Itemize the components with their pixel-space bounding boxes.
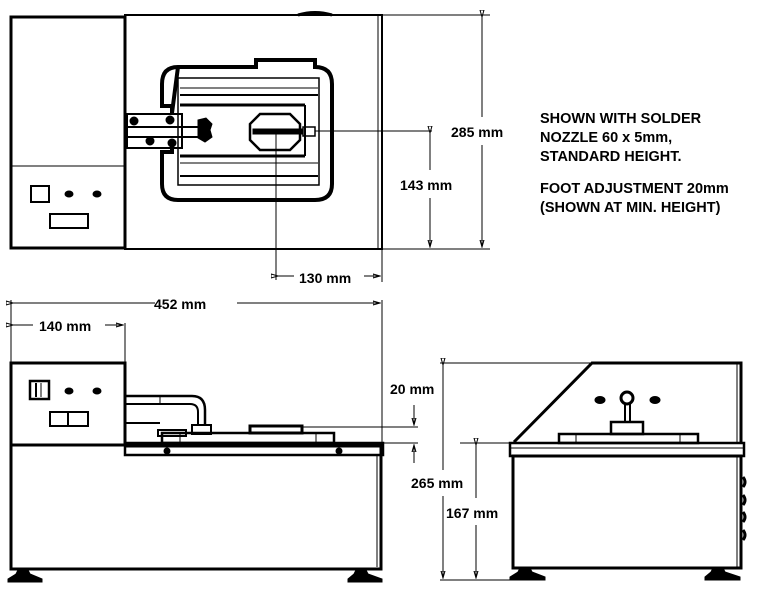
dim-285-label: 285 mm	[451, 124, 503, 140]
dim-167-label: 167 mm	[446, 505, 498, 521]
note-line: (SHOWN AT MIN. HEIGHT)	[540, 200, 721, 216]
dim-130-label: 130 mm	[299, 270, 351, 286]
note-line: FOOT ADJUSTMENT 20mm	[540, 181, 729, 197]
dim-140-label: 140 mm	[39, 318, 91, 334]
top-display-icon	[49, 213, 89, 229]
drawing-notes: SHOWN WITH SOLDER NOZZLE 60 x 5mm, STAND…	[540, 110, 729, 218]
front-knob-icon	[92, 387, 102, 395]
foot-icon	[704, 567, 741, 581]
top-switch-icon	[30, 185, 50, 203]
dim-452-label: 452 mm	[154, 296, 206, 312]
note-line: SHOWN WITH SOLDER	[540, 111, 702, 127]
dim-20-label: 20 mm	[390, 381, 434, 397]
side-view	[440, 363, 747, 581]
front-control-box	[9, 361, 127, 447]
note-line: NOZZLE 60 x 5mm,	[540, 130, 673, 146]
foot-icon	[7, 569, 43, 583]
front-view	[7, 300, 418, 583]
side-base-housing	[511, 454, 743, 570]
front-knob-icon	[64, 387, 74, 395]
top-knob-icon	[64, 190, 74, 198]
top-knob-icon	[92, 190, 102, 198]
dim-143-label: 143 mm	[400, 177, 452, 193]
nozzle-octagon	[248, 112, 302, 152]
note-line: STANDARD HEIGHT.	[540, 149, 682, 165]
foot-icon	[509, 567, 546, 581]
front-switch-icon	[28, 379, 51, 401]
foot-icon	[347, 569, 383, 583]
front-base-housing	[9, 443, 383, 571]
dim-265-label: 265 mm	[411, 475, 463, 491]
top-bath-housing	[124, 14, 383, 250]
top-view	[9, 13, 490, 282]
